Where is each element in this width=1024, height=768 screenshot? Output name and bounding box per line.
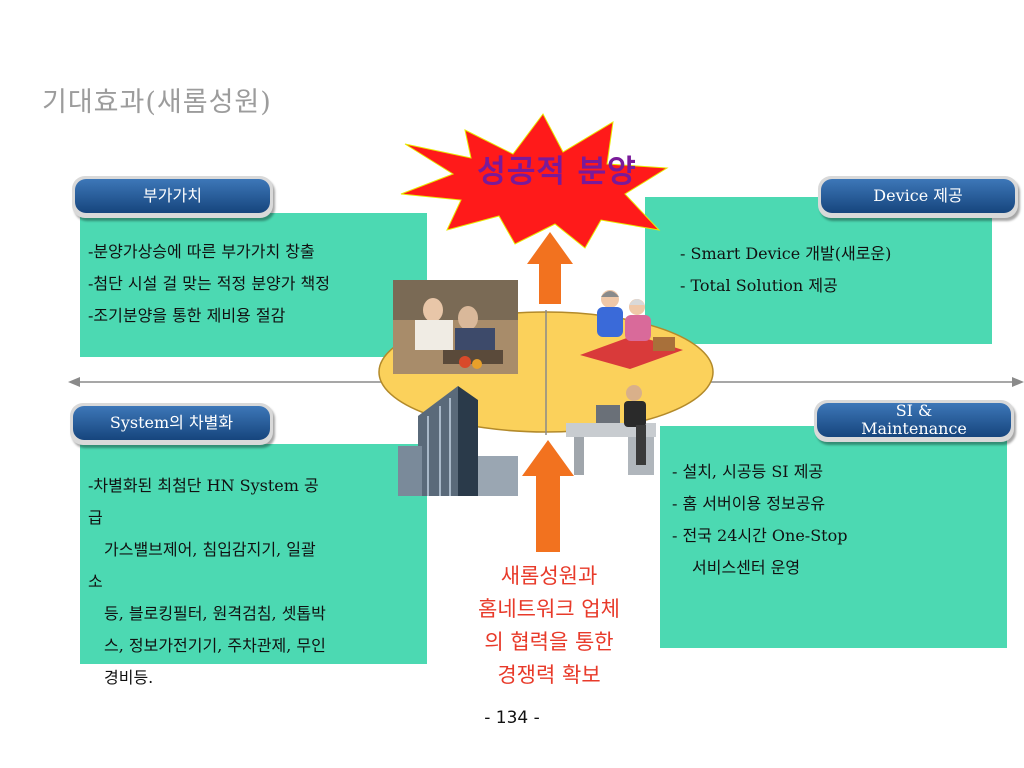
added-value-line: -조기분양을 통한 제비용 절감 — [88, 306, 286, 325]
system-line: 등, 블로킹필터, 원격검침, 셋톱박 — [104, 604, 326, 623]
added-value-pill: 부가가치 — [72, 176, 273, 218]
success-label: 성공적 분양 — [477, 154, 637, 190]
si-pill-label: SI & Maintenance — [817, 403, 1011, 437]
office-worker-icon — [566, 385, 656, 475]
si-line: - 설치, 시공등 SI 제공 — [672, 462, 824, 481]
system-text: -차별화된 최첨단 HN System 공 급 가스밸브제어, 침입감지기, 일… — [88, 470, 408, 694]
up-arrow-icon — [522, 440, 574, 552]
added-value-line: -분양가상승에 따른 부가가치 창출 — [88, 242, 315, 261]
system-box — [80, 444, 427, 664]
si-box — [660, 426, 1007, 648]
device-text: - Smart Device 개발(새로운) - Total Solution … — [680, 238, 980, 302]
page-number: - 134 - — [484, 708, 540, 728]
si-line: - 홈 서버이용 정보공유 — [672, 494, 826, 513]
device-line: - Total Solution 제공 — [680, 276, 838, 295]
system-line: 가스밸브제어, 침입감지기, 일괄 — [104, 540, 316, 559]
si-line: - 전국 24시간 One-Stop — [672, 526, 848, 545]
system-line: 경비등. — [104, 668, 154, 687]
cooperation-line: 새롬성원과 — [500, 564, 598, 588]
si-pill: SI & Maintenance — [814, 400, 1014, 442]
page-title: 기대효과(새롬성원) — [42, 87, 272, 118]
device-pill: Device 제공 — [818, 176, 1018, 218]
system-line: 소 — [88, 572, 103, 591]
si-text: - 설치, 시공등 SI 제공 - 홈 서버이용 정보공유 - 전국 24시간 … — [672, 456, 1002, 584]
added-value-line: -첨단 시설 걸 맞는 적정 분양가 책정 — [88, 274, 331, 293]
si-line: 서비스센터 운영 — [692, 558, 801, 577]
system-pill: System의 차별화 — [70, 403, 273, 445]
cooperation-text: 새롬성원과 홈네트워크 업체 의 협력을 통한 경쟁력 확보 — [444, 560, 654, 692]
cooperation-line: 의 협력을 통한 — [484, 630, 614, 654]
device-box — [645, 197, 992, 344]
cooperation-line: 경쟁력 확보 — [497, 663, 601, 687]
device-line: - Smart Device 개발(새로운) — [680, 244, 892, 263]
couple-photo-icon — [393, 280, 518, 374]
system-pill-label: System의 차별화 — [73, 406, 270, 440]
added-value-box — [80, 213, 427, 357]
added-value-pill-label: 부가가치 — [75, 179, 270, 213]
system-line: 스, 정보가전기기, 주차관제, 무인 — [104, 636, 326, 655]
added-value-text: -분양가상승에 따른 부가가치 창출 -첨단 시설 걸 맞는 적정 분양가 책정… — [88, 236, 433, 332]
building-icon — [398, 386, 518, 496]
system-line: 급 — [88, 508, 103, 527]
success-starburst — [400, 113, 669, 249]
cooperation-line: 홈네트워크 업체 — [478, 597, 620, 621]
picnic-couple-icon — [580, 290, 683, 369]
up-arrow-icon — [527, 232, 573, 304]
system-line: -차별화된 최첨단 HN System 공 — [88, 476, 319, 495]
device-pill-label: Device 제공 — [821, 179, 1015, 213]
